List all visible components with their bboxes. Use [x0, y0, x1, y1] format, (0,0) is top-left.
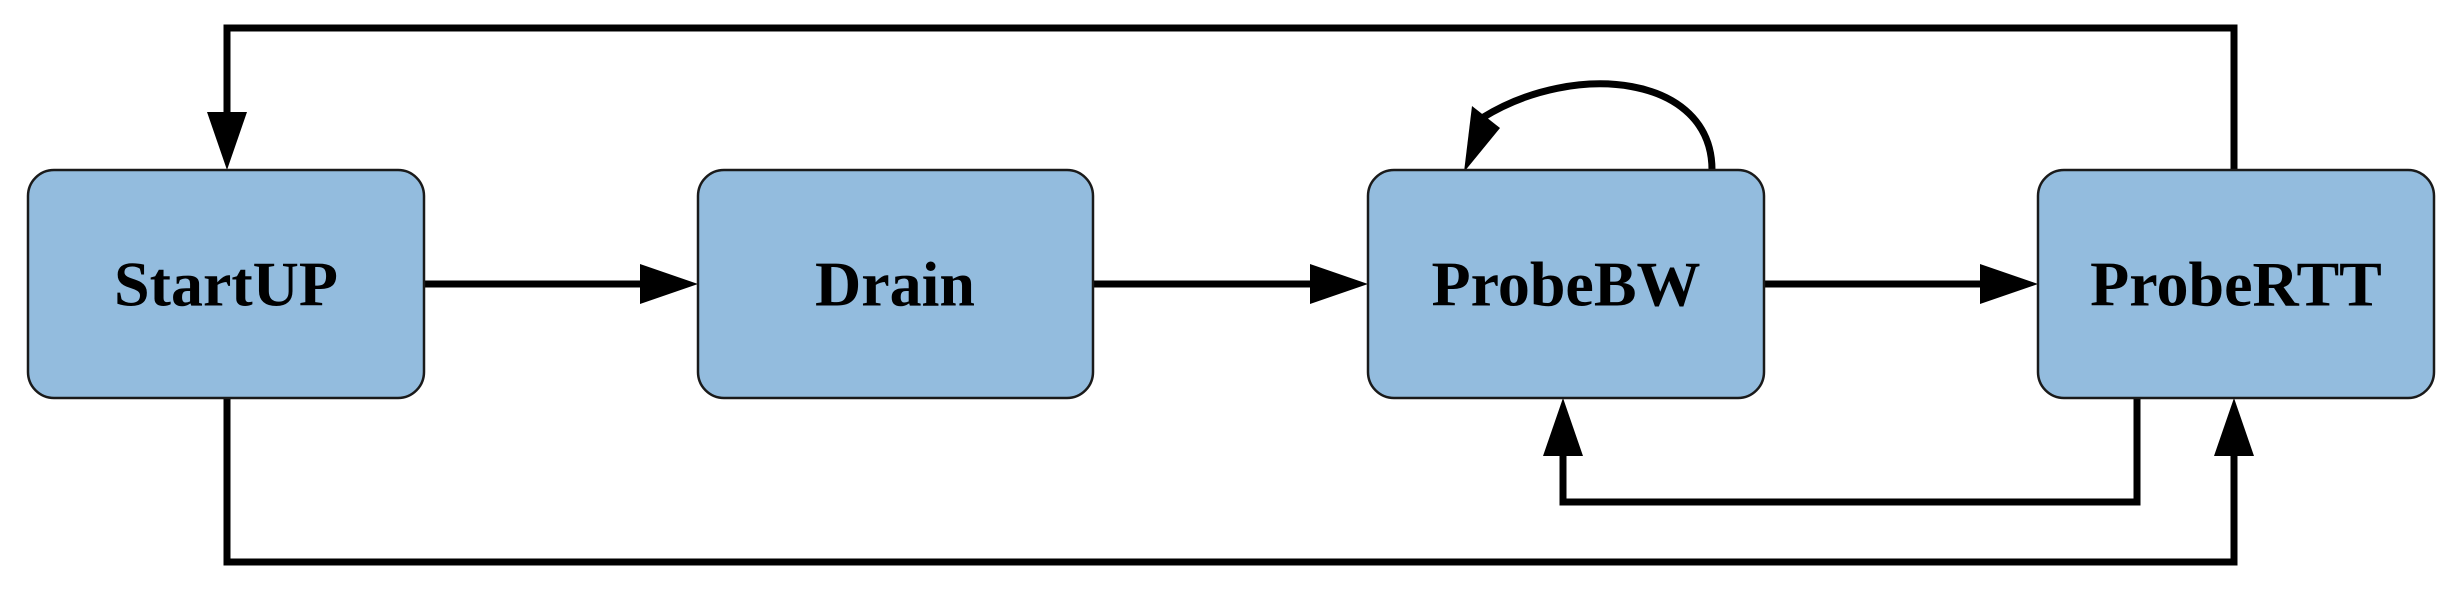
edge-probebw-self-loop — [1464, 80, 1716, 172]
edge-startup-to-probertt — [223, 398, 2254, 566]
edge-probertt-to-startup — [207, 24, 2238, 170]
edge-probertt-to-probebw — [1543, 398, 2141, 506]
edge-startup-to-drain — [424, 264, 698, 304]
edge-drain-to-probebw — [1093, 264, 1368, 304]
state-label-drain: Drain — [815, 249, 975, 320]
state-probebw: ProbeBW — [1366, 168, 1766, 400]
state-label-startup: StartUP — [114, 249, 338, 320]
edge-probebw-to-probertt — [1764, 264, 2038, 304]
state-startup: StartUP — [26, 168, 426, 400]
state-label-probebw: ProbeBW — [1431, 249, 1700, 320]
state-probertt: ProbeRTT — [2036, 168, 2436, 400]
state-drain: Drain — [696, 168, 1095, 400]
state-label-probertt: ProbeRTT — [2090, 249, 2382, 320]
